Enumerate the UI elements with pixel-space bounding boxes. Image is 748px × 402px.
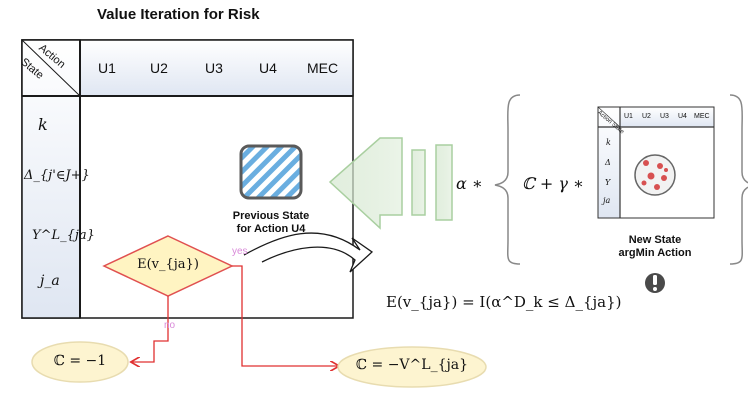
equation-text: E(v_{ja}) = I(α^D_k ≤ Δ_{ja}) <box>386 293 622 311</box>
outcome-left-text: ℂ = −1 <box>53 353 107 369</box>
transfer-arrow <box>328 137 453 230</box>
mini-col-u1: U1 <box>624 113 633 120</box>
exclamation-circle-icon <box>645 273 665 293</box>
mini-row-upsilon: Υ <box>605 178 611 187</box>
outcome-right-ellipse <box>337 346 487 388</box>
no-label: no <box>164 320 176 331</box>
mini-row-k: k <box>606 138 611 147</box>
col-header-u4: U4 <box>259 60 277 76</box>
mini-col-mec: MEC <box>694 113 710 120</box>
col-header-mec: MEC <box>307 60 339 76</box>
connectors <box>132 265 338 366</box>
previous-state-box <box>239 144 303 200</box>
row-label-k: k <box>38 115 48 134</box>
col-header-u2: U2 <box>150 60 168 76</box>
decision-label: E(v_{ja}) <box>137 257 199 272</box>
mini-col-u2: U2 <box>642 113 651 120</box>
outcome-right-text: ℂ = −V^L_{ja} <box>355 357 469 373</box>
mini-col-u4: U4 <box>678 113 687 120</box>
col-header-u3: U3 <box>205 60 223 76</box>
diagram-title: Value Iteration for Risk <box>97 6 260 23</box>
left-brace <box>494 94 521 265</box>
row-label-delta: Δ_{j'∈J+} <box>24 168 90 183</box>
new-state-label: New State argMin Action <box>618 234 692 259</box>
row-label-ja: j_a <box>40 273 60 289</box>
c-plus-gamma-term: ℂ + γ ∗ <box>522 174 584 193</box>
mini-table <box>597 106 715 219</box>
mini-row-delta: Δ <box>605 158 611 167</box>
previous-state-label: Previous State for Action U4 <box>232 210 310 235</box>
yes-label: yes <box>232 246 248 257</box>
outcome-left-ellipse <box>31 341 129 383</box>
col-header-u1: U1 <box>98 60 116 76</box>
mini-col-u3: U3 <box>660 113 669 120</box>
alpha-term: α ∗ <box>456 174 483 193</box>
callout-arrow <box>243 232 374 273</box>
row-label-upsilon: Υ^L_{ja} <box>32 228 95 243</box>
mini-row-ja: ja <box>603 196 611 205</box>
right-brace <box>729 94 748 265</box>
